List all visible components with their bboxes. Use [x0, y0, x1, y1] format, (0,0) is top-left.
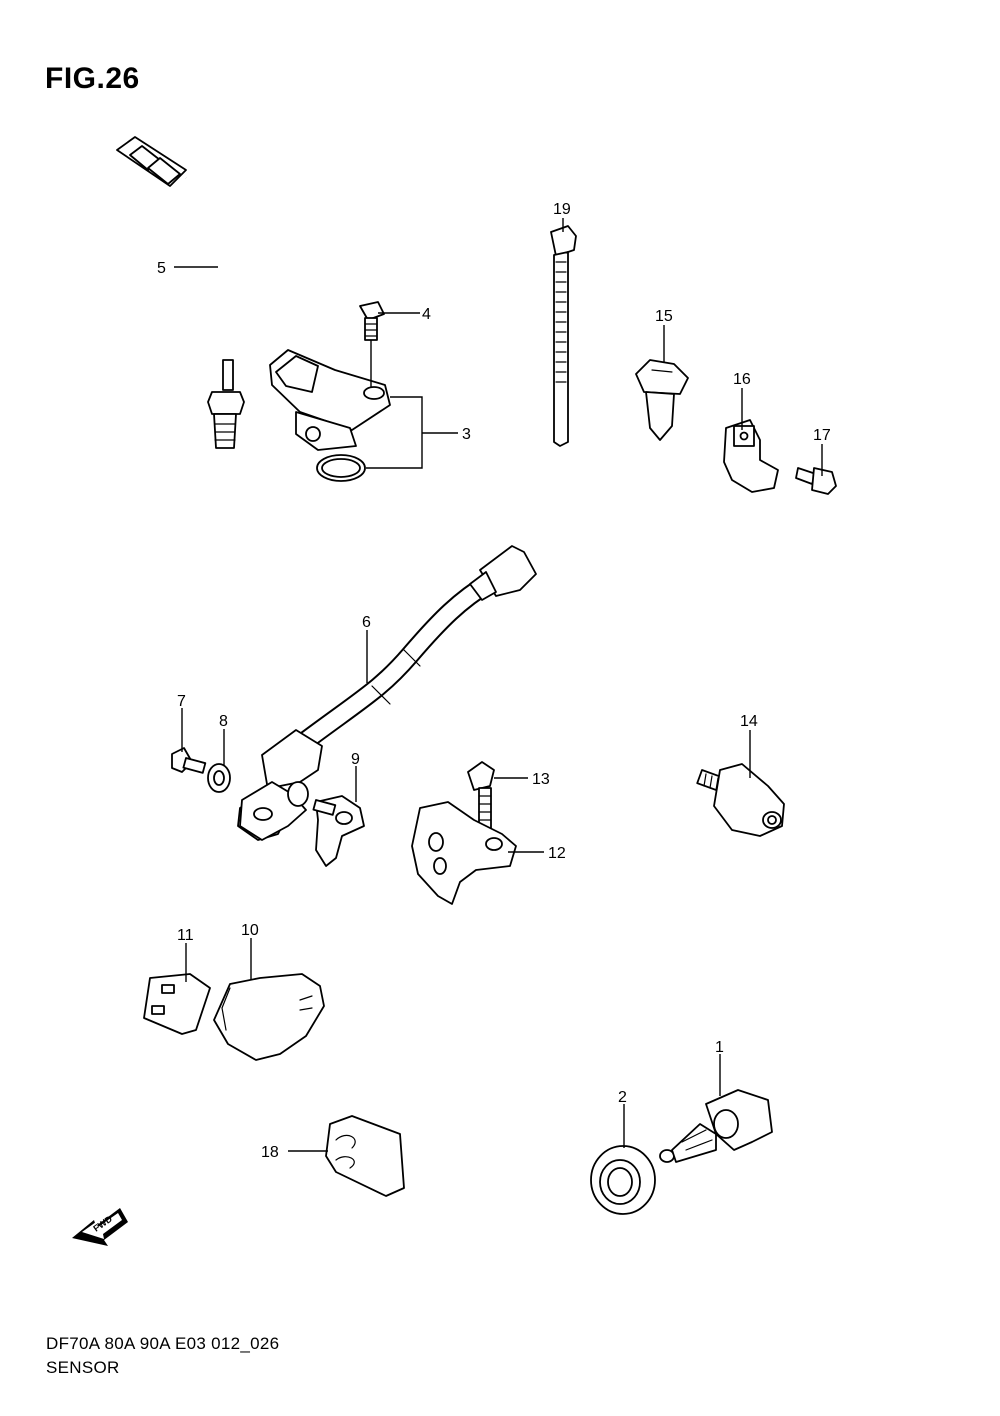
part-9-spacer — [312, 795, 365, 867]
part-15-clip — [635, 359, 689, 441]
callout-labels: 1 2 3 4 5 6 7 8 9 10 11 12 13 14 15 16 1… — [157, 201, 831, 1161]
footer-model: DF70A 80A 90A E03 012_026 — [46, 1334, 280, 1353]
callout-9: 9 — [351, 751, 360, 768]
part-7-bolt — [171, 747, 207, 774]
callout-17: 17 — [813, 427, 831, 444]
callout-16: 16 — [733, 371, 751, 388]
footer-section: SENSOR — [46, 1358, 120, 1377]
callout-15: 15 — [655, 308, 673, 325]
part-4-bolt — [359, 301, 385, 341]
fwd-arrow-icon: FWD — [72, 1208, 128, 1246]
callout-11: 11 — [177, 927, 194, 944]
callout-7: 7 — [177, 693, 186, 710]
callout-3: 3 — [462, 426, 471, 443]
part-14-knock-sensor — [696, 763, 785, 837]
part-1-temperature-sensor — [659, 1089, 773, 1163]
part-12-bracket — [411, 801, 517, 905]
callout-6: 6 — [362, 614, 371, 631]
part-19-cable-tie — [550, 225, 577, 447]
callout-5: 5 — [157, 260, 166, 277]
callout-8: 8 — [219, 713, 228, 730]
callout-10: 10 — [241, 922, 259, 939]
part-6-sensor-with-lead — [237, 545, 537, 841]
callout-12: 12 — [548, 845, 566, 862]
part-3-sensor — [269, 349, 391, 482]
part-5-sensor-lead — [116, 136, 245, 449]
callout-2: 2 — [618, 1089, 627, 1106]
part-10-cover — [213, 973, 325, 1061]
callout-13: 13 — [532, 771, 550, 788]
callout-4: 4 — [422, 306, 431, 323]
part-2-grommet — [590, 1145, 656, 1215]
part-11-grommet — [143, 973, 211, 1035]
part-13-bolt — [467, 761, 495, 829]
figure-title: FIG.26 — [45, 62, 140, 95]
part-8-washer — [207, 763, 231, 793]
callout-18: 18 — [261, 1144, 279, 1161]
callout-19: 19 — [553, 201, 571, 218]
part-18-cover-plate — [325, 1115, 405, 1197]
leader-lines — [174, 218, 823, 1152]
part-17-bolt — [795, 467, 837, 495]
part-16-clamp — [723, 419, 779, 493]
callout-1: 1 — [715, 1039, 724, 1056]
callout-14: 14 — [740, 713, 758, 730]
